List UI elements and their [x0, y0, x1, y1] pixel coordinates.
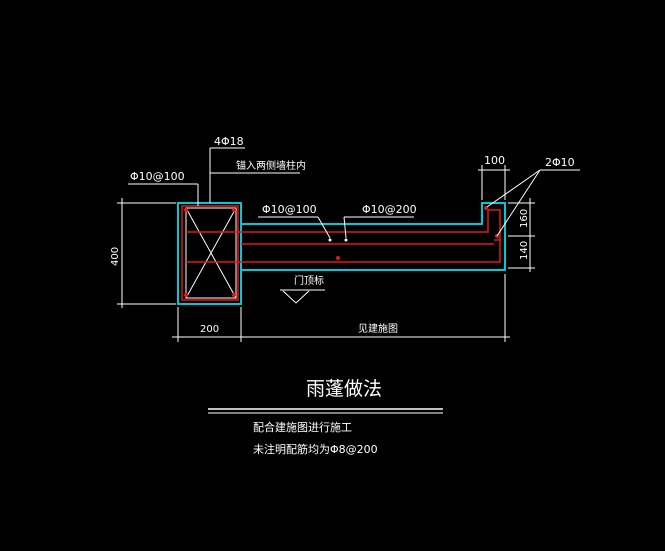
label-upturn-width: 100: [484, 154, 505, 167]
dimensions: [117, 165, 535, 342]
rebar-dot: [184, 293, 188, 297]
label-dim-200: 200: [200, 324, 219, 335]
beam-outline: [177, 202, 242, 305]
label-stirrup-left: Φ10@100: [130, 170, 185, 183]
beam-core: [185, 207, 237, 299]
rebar-dot: [328, 238, 332, 242]
label-4phi18: 4Φ18: [214, 135, 244, 148]
rebar-dot: [232, 293, 236, 297]
label-upturn-bars: 2Φ10: [545, 156, 575, 169]
rebar-dot: [184, 208, 188, 212]
labels: 4Φ18 锚入两侧墙柱内 Φ10@100 Φ10@100 Φ10@200 100…: [110, 135, 575, 335]
label-anchor-note: 锚入两侧墙柱内: [236, 159, 306, 172]
drawing-title: 雨蓬做法: [306, 378, 382, 400]
concrete-outline: [177, 202, 506, 305]
title-block: 雨蓬做法 配合建施图进行施工 未注明配筋均为Φ8@200: [208, 378, 443, 456]
leader-2phi10-a: [486, 169, 541, 208]
beam-stirrup: [181, 205, 239, 301]
label-dim-400: 400: [110, 247, 121, 266]
beam-core-box: [185, 207, 237, 299]
label-span-note: 见建施图: [358, 322, 398, 335]
rebar-dot: [344, 238, 348, 242]
slab-bottom-bar: [186, 240, 501, 263]
leaders: [128, 147, 580, 304]
label-door-top: 门顶标: [294, 274, 324, 287]
rebar-group: [181, 205, 501, 301]
label-dim-140: 140: [519, 241, 530, 260]
note-2: 未注明配筋均为Φ8@200: [253, 442, 378, 456]
slab-top-bar: [186, 209, 501, 241]
beam-core-diagonal-2: [185, 207, 237, 299]
leader-canopy-a: [317, 216, 331, 239]
label-canopy-bar-b: Φ10@200: [362, 203, 417, 216]
label-dim-160: 160: [519, 209, 530, 228]
rebar-dot: [232, 208, 236, 212]
rebar-dot: [336, 256, 340, 260]
label-canopy-bar-a: Φ10@100: [262, 203, 317, 216]
door-top-level-triangle: [282, 290, 310, 304]
note-1: 配合建施图进行施工: [253, 420, 352, 434]
leader-canopy-b: [343, 216, 347, 239]
